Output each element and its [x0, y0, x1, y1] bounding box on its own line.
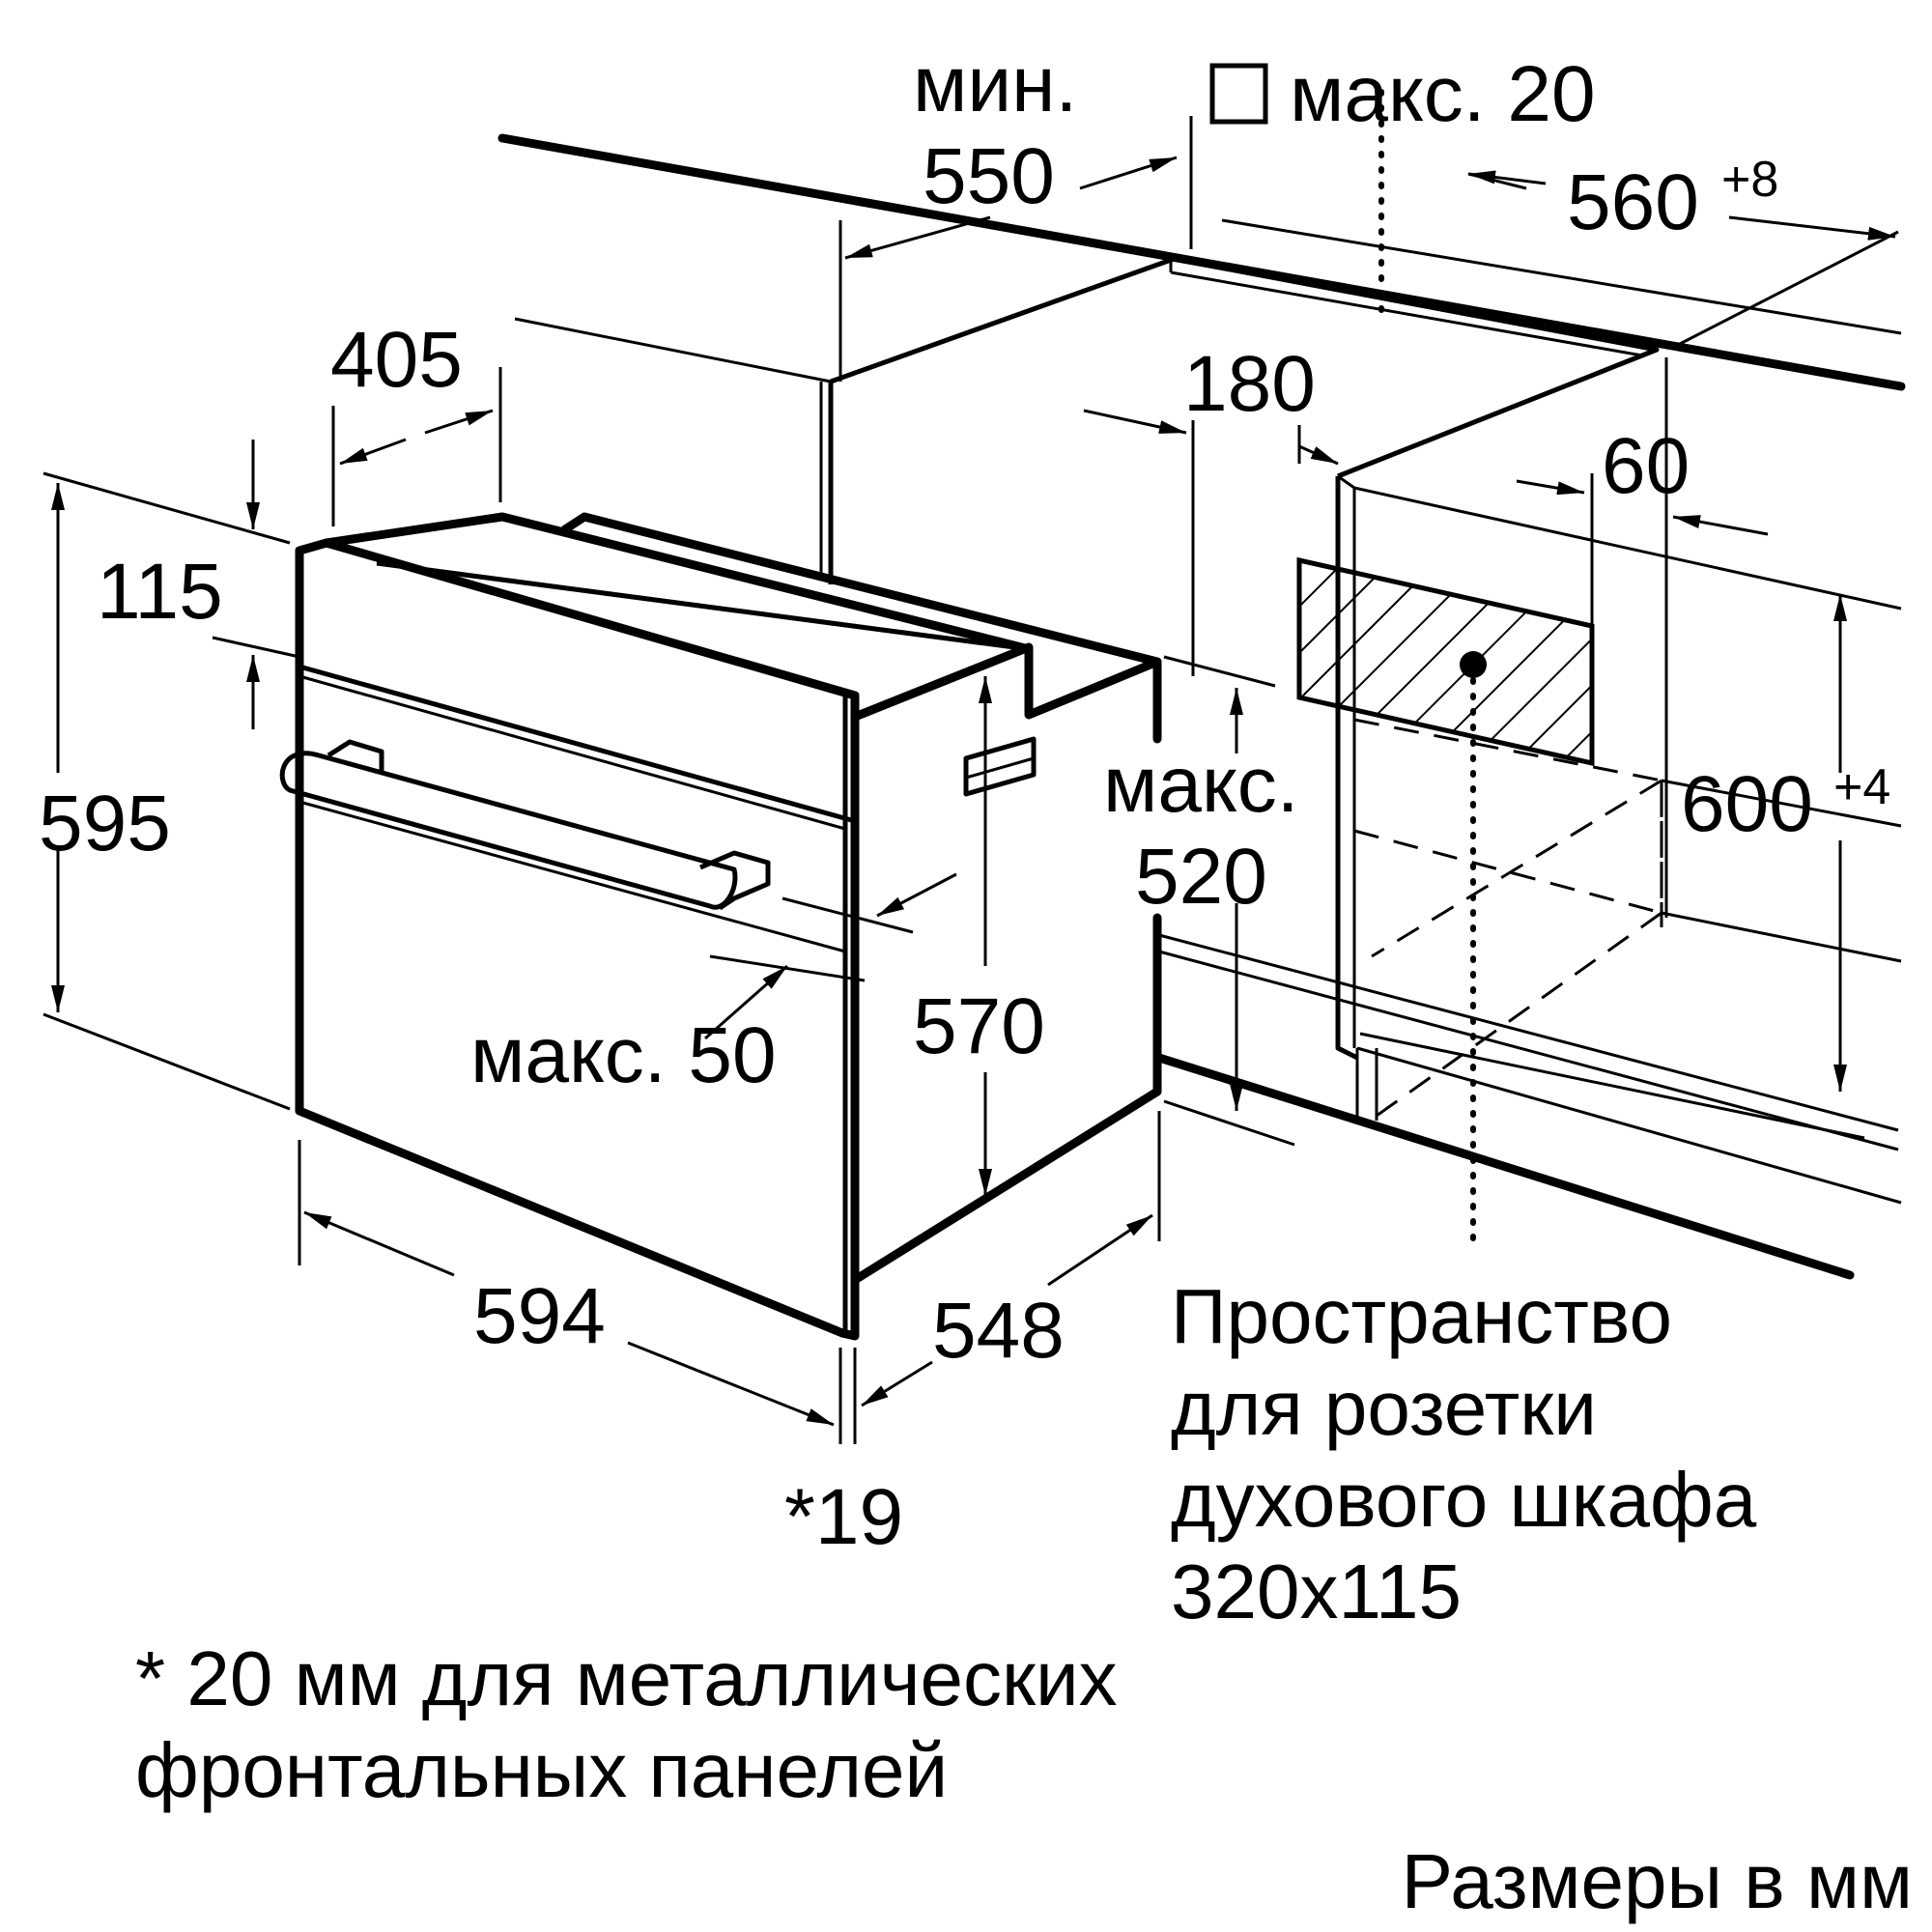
control-panel-edge — [298, 664, 856, 824]
niche-top-outline — [830, 256, 1660, 479]
oven-side-top — [850, 642, 1162, 744]
dimension-lines — [43, 116, 1896, 1444]
countertop-lower-edge — [1221, 218, 1902, 335]
oven-top-back-edge — [322, 512, 1034, 654]
oven — [279, 512, 1162, 1341]
label-520: 520 — [1135, 833, 1267, 921]
footnote: * 20 мм для металлических фронтальных па… — [135, 1635, 1118, 1813]
oven-side-bottom — [850, 1087, 1162, 1285]
niche-floor-top — [1158, 933, 1899, 1132]
label-560: 560 — [1567, 158, 1699, 246]
socket-note: Пространство для розетки духового шкафа … — [1171, 1273, 1757, 1634]
niche-back-top-line — [1353, 486, 1902, 611]
socket-note-line-3: духового шкафа — [1171, 1457, 1757, 1543]
label-min: мин. — [913, 41, 1077, 128]
label-115: 115 — [97, 548, 223, 636]
label-594: 594 — [473, 1272, 606, 1360]
oven-front-outline — [295, 538, 860, 1341]
label-max-50: макс. 50 — [470, 1011, 777, 1099]
socket-area-hatched — [1296, 556, 1595, 767]
floor-base-line — [1154, 1053, 1855, 1280]
niche-back-dashed-1 — [1353, 718, 1663, 927]
cabinet-top-front-extension — [514, 317, 832, 384]
footnote-line-2: фронтальных панелей — [135, 1727, 948, 1813]
label-600-tolerance: +4 — [1833, 759, 1890, 815]
footnote-line-1: * 20 мм для металлических — [135, 1635, 1118, 1721]
label-180: 180 — [1183, 340, 1316, 428]
label-570: 570 — [913, 982, 1045, 1070]
label-560-tolerance: +8 — [1721, 152, 1778, 208]
niche-top-inner — [1170, 270, 1643, 357]
label-548: 548 — [932, 1287, 1065, 1375]
socket-note-line-2: для розетки — [1171, 1365, 1597, 1451]
label-front-panel-19: *19 — [784, 1473, 903, 1561]
label-550: 550 — [923, 132, 1055, 220]
oven-front-bottom — [295, 1106, 847, 1338]
side-vent — [963, 736, 1037, 797]
label-square-max-20: макс. 20 — [1290, 50, 1596, 138]
socket-note-line-1: Пространство — [1171, 1273, 1672, 1359]
dimension-labels: мин. 550 макс. 20 560 +8 405 180 60 115 … — [39, 41, 1890, 1561]
cabinet-niche — [497, 89, 1906, 1280]
units-note: Размеры в мм — [1402, 1838, 1913, 1924]
square-section-icon — [1209, 63, 1268, 125]
socket-note-line-4: 320x115 — [1171, 1548, 1462, 1634]
label-60: 60 — [1602, 422, 1690, 510]
label-max: макс. — [1103, 741, 1299, 829]
label-600: 600 — [1681, 760, 1813, 848]
oven-handle — [279, 751, 738, 910]
label-595: 595 — [39, 780, 171, 867]
label-405: 405 — [330, 316, 463, 404]
